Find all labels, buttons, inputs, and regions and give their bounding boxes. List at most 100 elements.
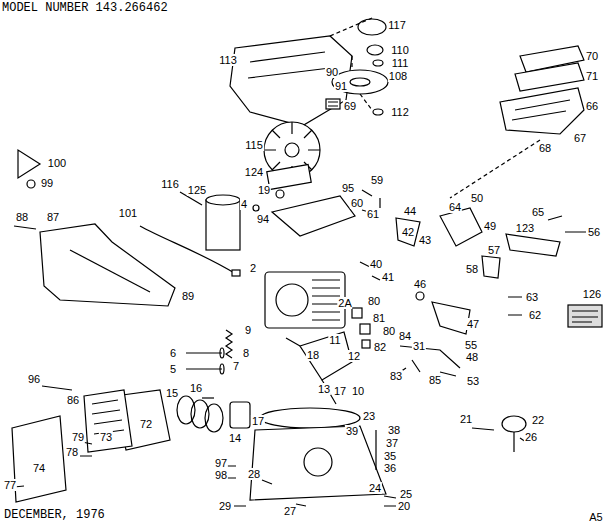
callout-number: 112 xyxy=(390,106,410,118)
callout-number: 108 xyxy=(388,70,408,82)
callout-number: 94 xyxy=(256,213,270,225)
callout-number: 44 xyxy=(403,205,417,217)
callout-number: 22 xyxy=(531,414,545,426)
callout-number: 2 xyxy=(249,262,257,274)
date-caption: DECEMBER, 1976 xyxy=(4,509,105,522)
callout-number: 56 xyxy=(587,226,601,238)
callout-number: 85 xyxy=(428,374,442,386)
callout-number: 41 xyxy=(381,271,395,283)
callout-number: 15 xyxy=(165,387,179,399)
callout-number: 35 xyxy=(383,450,397,462)
callout-number: 42 xyxy=(401,226,415,238)
callout-number: 70 xyxy=(585,50,599,62)
callout-number: 57 xyxy=(487,244,501,256)
callout-number: 115 xyxy=(244,139,264,151)
callout-number: 113 xyxy=(218,54,238,66)
callout-number: 9 xyxy=(244,324,252,336)
callout-number: 10 xyxy=(351,385,365,397)
callout-number: 17 xyxy=(333,385,347,397)
callout-number: 90 xyxy=(325,66,339,78)
callout-number: 126 xyxy=(582,288,602,300)
callout-number: 64 xyxy=(448,201,462,213)
callout-number: 101 xyxy=(118,207,138,219)
callout-number: 83 xyxy=(389,370,403,382)
callout-number: 17 xyxy=(251,415,265,427)
callout-number: 81 xyxy=(372,312,386,324)
callout-number: 95 xyxy=(341,182,355,194)
callout-number: 84 xyxy=(398,330,412,342)
callout-number: 97 xyxy=(214,457,228,469)
callout-number: 68 xyxy=(538,142,552,154)
callout-number: 59 xyxy=(370,174,384,186)
callout-number: 74 xyxy=(32,462,46,474)
callout-number: 117 xyxy=(387,19,407,31)
callout-number: 73 xyxy=(99,431,113,443)
callout-number: 67 xyxy=(573,132,587,144)
callout-number: 43 xyxy=(418,234,432,246)
callout-number: 18 xyxy=(306,349,320,361)
callout-number: 6 xyxy=(169,347,177,359)
callout-number: 36 xyxy=(383,462,397,474)
callout-number: 96 xyxy=(27,373,41,385)
callout-number: 19 xyxy=(257,184,271,196)
callout-number: 49 xyxy=(483,220,497,232)
callout-number: 66 xyxy=(585,100,599,112)
callout-number: 25 xyxy=(399,488,413,500)
callout-number: 23 xyxy=(362,410,376,422)
callout-number: 71 xyxy=(585,70,599,82)
callout-number: 69 xyxy=(343,100,357,112)
callout-number: 61 xyxy=(366,208,380,220)
callout-number: 99 xyxy=(40,177,54,189)
callout-number: 26 xyxy=(524,431,538,443)
callout-number: 12 xyxy=(347,350,361,362)
callout-number: 55 xyxy=(464,339,478,351)
callout-number: 65 xyxy=(531,206,545,218)
callout-number: 125 xyxy=(187,184,207,196)
callout-number: 79 xyxy=(71,431,85,443)
callout-number: 53 xyxy=(466,375,480,387)
callout-number: 39 xyxy=(345,425,359,437)
callout-number: 40 xyxy=(369,258,383,270)
callout-number: 13 xyxy=(317,383,331,395)
callout-number: 88 xyxy=(15,211,29,223)
callout-number: 91 xyxy=(334,80,348,92)
callout-number: 7 xyxy=(232,360,240,372)
callout-number: 29 xyxy=(218,500,232,512)
callout-number: 77 xyxy=(3,479,17,491)
callout-number: 38 xyxy=(387,424,401,436)
callout-number: 24 xyxy=(368,482,382,494)
callout-number: 20 xyxy=(397,500,411,512)
callout-number: 100 xyxy=(47,157,67,169)
callout-number: 5 xyxy=(169,363,177,375)
callout-number: 123 xyxy=(515,222,535,234)
callout-number: 14 xyxy=(228,432,242,444)
callout-number: 2A xyxy=(337,297,352,309)
model-title: MODEL NUMBER 143.266462 xyxy=(2,2,168,15)
callout-number: 78 xyxy=(65,446,79,458)
callout-number: 86 xyxy=(66,394,80,406)
callout-number: 16 xyxy=(189,382,203,394)
callout-number: 50 xyxy=(470,192,484,204)
callout-number: 111 xyxy=(391,57,410,69)
callout-number: 58 xyxy=(465,263,479,275)
callout-number: 87 xyxy=(46,211,60,223)
callout-number: 8 xyxy=(242,347,250,359)
callout-number: 46 xyxy=(413,278,427,290)
callout-number: 124 xyxy=(244,166,264,178)
callout-number: 28 xyxy=(247,468,261,480)
callout-number: 4 xyxy=(240,198,248,210)
callout-number: 47 xyxy=(466,318,480,330)
callout-number: 37 xyxy=(385,437,399,449)
callout-number: 27 xyxy=(283,505,297,517)
callout-number: 60 xyxy=(350,197,364,209)
callout-number: 116 xyxy=(160,178,180,190)
callout-number: 80 xyxy=(367,295,381,307)
callout-number: 98 xyxy=(214,469,228,481)
callout-number: 82 xyxy=(373,341,387,353)
callout-number: 89 xyxy=(181,290,195,302)
callout-number: 63 xyxy=(525,291,539,303)
callout-number: 80 xyxy=(382,325,396,337)
callout-number: 110 xyxy=(390,44,410,56)
callout-number: A5 xyxy=(588,511,603,523)
